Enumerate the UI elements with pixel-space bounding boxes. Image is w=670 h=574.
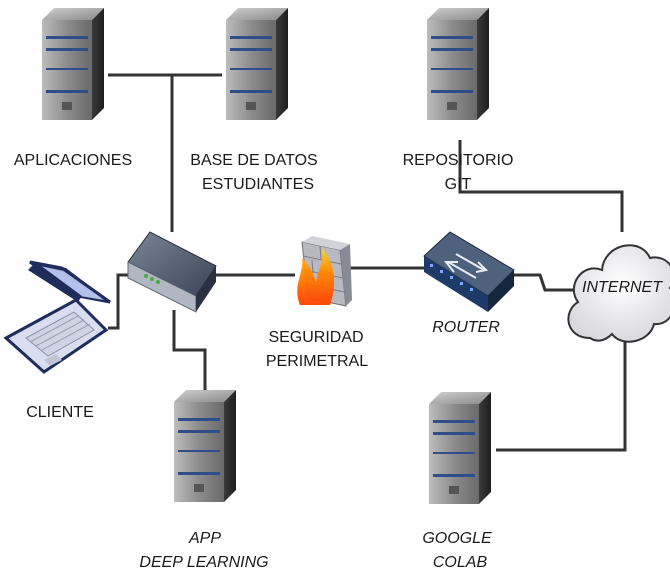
link-git-internet — [458, 140, 624, 232]
label-aplicaciones: APLICACIONES — [14, 152, 132, 169]
link-switch-app — [172, 310, 207, 390]
label-seguridad-line2: PERIMETRAL — [266, 353, 368, 370]
laptop-icon — [3, 260, 111, 374]
label-basedatos-line1: BASE DE DATOS — [190, 152, 317, 169]
link-router-internet — [512, 273, 574, 292]
labels: APLICACIONES BASE DE DATOS ESTUDIANTES R… — [14, 152, 663, 571]
link-internet-colab — [496, 338, 627, 452]
server-icon-repositorio — [427, 8, 489, 120]
label-google-line1: GOOGLE — [422, 530, 492, 547]
label-seguridad-line1: SEGURIDAD — [268, 329, 363, 346]
label-internet: INTERNET — [582, 279, 663, 296]
cloud-icon — [567, 244, 670, 343]
label-google-line2: COLAB — [433, 554, 488, 571]
label-app-line2: DEEP LEARNING — [139, 554, 268, 571]
server-icon-basedatos — [226, 8, 288, 120]
server-icon-app — [174, 390, 236, 502]
label-router: ROUTER — [432, 319, 500, 336]
link-switch-cliente — [108, 273, 130, 330]
label-repositorio-line2: GIT — [445, 176, 472, 193]
label-basedatos-line2: ESTUDIANTES — [202, 176, 314, 193]
label-app-line1: APP — [188, 530, 221, 547]
server-icon-aplicaciones — [42, 8, 104, 120]
label-cliente: CLIENTE — [26, 404, 94, 421]
router-icon — [423, 231, 515, 312]
connection-lines — [108, 73, 627, 452]
firewall-icon — [297, 236, 352, 307]
server-icon-colab — [429, 392, 491, 504]
switch-icon — [127, 231, 217, 313]
label-repositorio-line1: REPOSITORIO — [403, 152, 514, 169]
